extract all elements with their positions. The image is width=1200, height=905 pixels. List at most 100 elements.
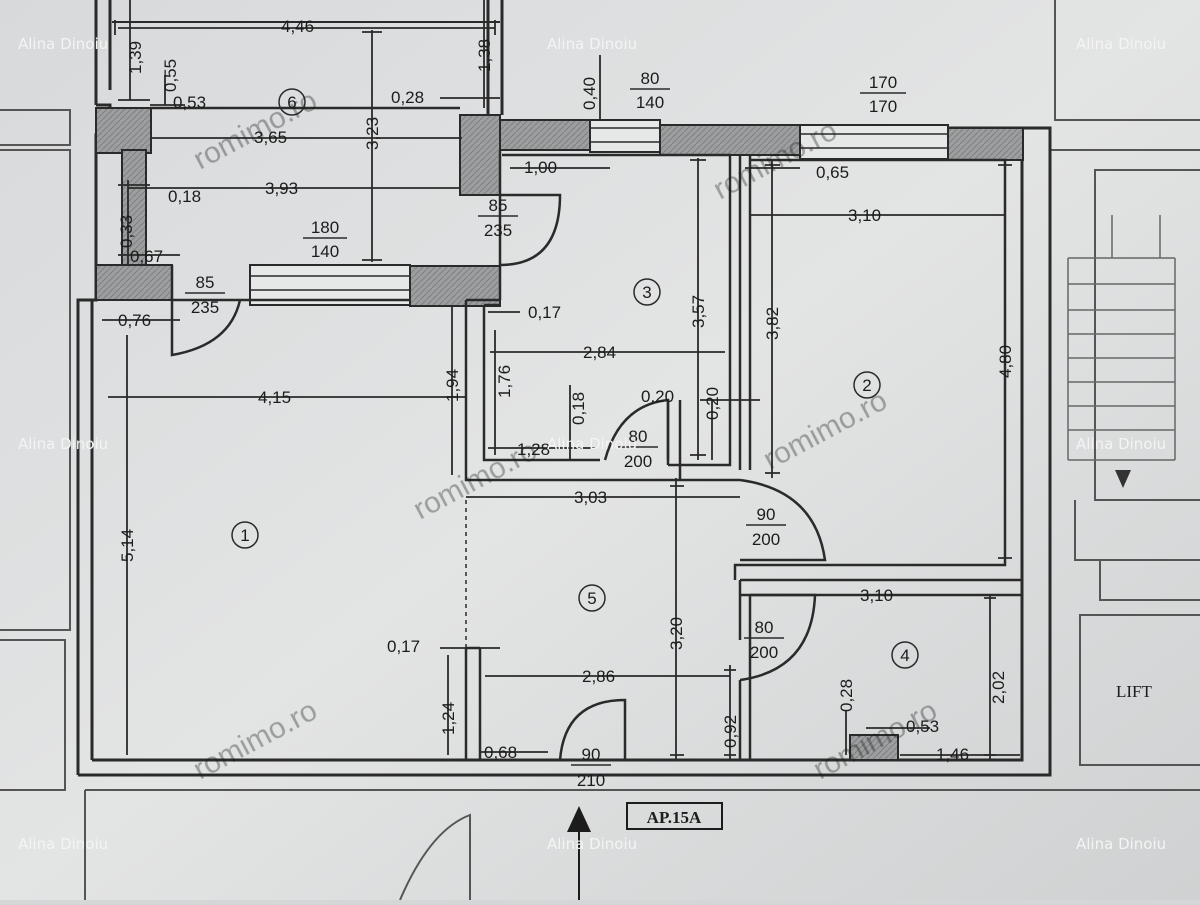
opening-width: 80 [641,69,660,88]
dim-label: 3,03 [574,488,607,507]
opening-height: 210 [577,771,605,790]
opening-height: 140 [311,242,339,261]
dim-label: 1,38 [475,39,494,72]
dim-label: 3,82 [763,307,782,340]
dim-label: 0,17 [387,637,420,656]
dim-label: 0,55 [161,59,180,92]
walls [76,0,1052,777]
opening-width: 85 [489,196,508,215]
opening-height: 170 [869,97,897,116]
room-number-6: 6 [287,93,296,112]
door-label: 85 235 [478,196,518,240]
watermark-text: Alina Dinoiu [18,435,108,453]
room-number-5: 5 [587,589,596,608]
opening-width: 170 [869,73,897,92]
dim-label: 3,57 [689,295,708,328]
room-number-4: 4 [900,646,909,665]
dim-label: 3,10 [848,206,881,225]
opening-width: 180 [311,218,339,237]
opening-width: 80 [755,618,774,637]
room-numbers [231,88,919,669]
dim-label: 0,68 [484,743,517,762]
entrance-arrow-icon [567,806,591,900]
dim-label: 3,65 [254,128,287,147]
opening-labels: 80 140 170 170 180 140 85 235 85 235 80 … [185,69,906,790]
dim-label: 3,93 [265,179,298,198]
dim-label: 3,10 [860,586,893,605]
dimension-labels: 4,46 1,39 0,55 0,53 1,38 0,28 0,40 3,65 … [117,17,1015,764]
opening-width: 80 [629,427,648,446]
dim-label: 1,28 [517,440,550,459]
door-swings [170,193,827,761]
dim-label: 5,14 [118,529,137,562]
door-label: 80 200 [744,618,784,662]
watermark-text: Alina Dinoiu [547,35,637,53]
dim-label: 4,80 [996,345,1015,378]
window-label: 180 140 [303,218,347,261]
dim-label: 0,28 [391,88,424,107]
dim-label: 1,00 [524,158,557,177]
dim-label: 0,18 [168,187,201,206]
dim-label: 0,92 [721,715,740,748]
opening-width: 85 [196,273,215,292]
dim-label: 1,76 [495,365,514,398]
dim-label: 0,67 [130,247,163,266]
opening-height: 140 [636,93,664,112]
window-label: 80 140 [630,69,670,112]
opening-height: 200 [624,452,652,471]
dim-label: 0,33 [117,215,136,248]
apartment-stamp-frame [626,802,723,830]
dim-label: 0,53 [906,717,939,736]
dim-label: 0,20 [703,387,722,420]
dimension-lines [102,0,1020,760]
dim-label: 0,18 [569,392,588,425]
room-number-1: 1 [240,526,249,545]
door-label: 90 200 [746,505,786,549]
dim-label: 0,17 [528,303,561,322]
opening-width: 90 [757,505,776,524]
stair-arrow-icon [1115,470,1131,488]
opening-width: 90 [582,745,601,764]
room-number-2: 2 [862,376,871,395]
dim-label: 0,40 [580,77,599,110]
window-label: 170 170 [860,73,906,116]
dim-label: 1,39 [126,41,145,74]
door-label: 80 200 [618,427,658,471]
room-number-3: 3 [642,283,651,302]
dim-label: 2,84 [583,343,616,362]
opening-height: 200 [750,643,778,662]
watermarks: Alina Dinoiu Alina Dinoiu Alina Dinoiu A… [18,35,1166,853]
opening-height: 235 [191,298,219,317]
stairwell [1067,215,1176,461]
dim-label: 0,20 [641,387,674,406]
watermark-text: Alina Dinoiu [547,835,637,853]
dim-label: 1,94 [443,369,462,402]
dim-label: 2,86 [582,667,615,686]
watermark-text: Alina Dinoiu [1076,435,1166,453]
dim-label: 2,02 [989,671,1008,704]
dim-label: 0,76 [118,311,151,330]
dim-label: 4,46 [281,17,314,36]
watermark-text: Alina Dinoiu [18,35,108,53]
dim-label: 0,65 [816,163,849,182]
dim-label: 0,28 [837,679,856,712]
watermark-text: Alina Dinoiu [1076,35,1166,53]
dim-label: 0,53 [173,93,206,112]
watermark-text: Alina Dinoiu [1076,835,1166,853]
dim-label: 3,20 [667,617,686,650]
dim-label: 1,46 [936,745,969,764]
dim-label: 4,15 [258,388,291,407]
opening-height: 200 [752,530,780,549]
lift-label: LIFT [1116,682,1153,701]
opening-height: 235 [484,221,512,240]
door-label: 90 210 [571,745,611,790]
door-label: 85 235 [185,273,225,317]
dim-label: 1,24 [439,702,458,735]
dim-label: 3,23 [363,117,382,150]
watermark-text: Alina Dinoiu [547,435,637,453]
watermark-text: Alina Dinoiu [18,835,108,853]
apartment-label: AP.15A [647,808,702,827]
